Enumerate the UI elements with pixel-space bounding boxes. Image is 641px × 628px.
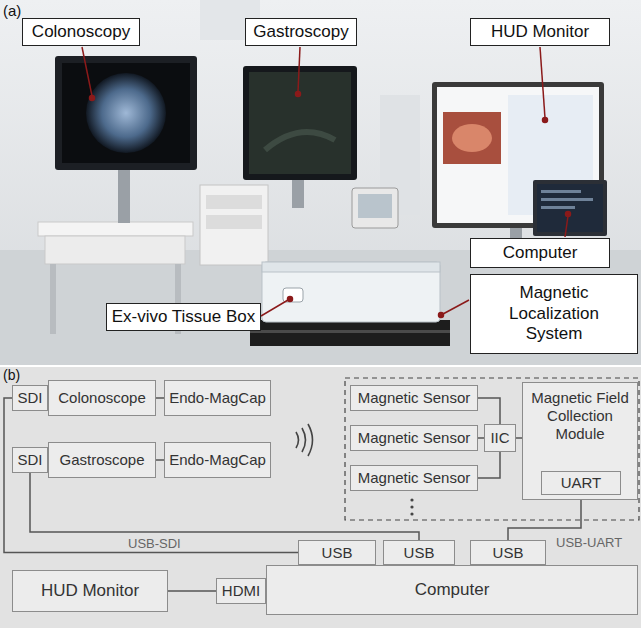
capsule-box: Endo-MagCap [164, 380, 271, 416]
box-text: Gastroscope [59, 451, 144, 469]
connector-line [168, 590, 216, 592]
callout-box: HUD Monitor [470, 18, 610, 46]
sensor-box: Magnetic Sensor [350, 385, 478, 411]
port-box: SDI [12, 447, 48, 473]
sensor-box: Magnetic Sensor [350, 465, 478, 491]
box-text: Gastroscopy [253, 22, 348, 42]
box-text: SDI [17, 451, 42, 469]
callout-box: Magnetic Localization System [470, 274, 638, 354]
port-box: USB [298, 540, 376, 565]
box-text: Colonoscope [58, 389, 146, 407]
connector-line [156, 397, 164, 399]
box-text: Endo-MagCap [169, 389, 266, 407]
box-text: Magnetic Localization System [499, 283, 609, 344]
port-box: SDI [12, 385, 48, 411]
port-box: USB [383, 540, 455, 565]
callout-box: Ex-vivo Tissue Box [106, 303, 261, 331]
connector-line [478, 398, 500, 424]
box-text: Colonoscopy [32, 22, 130, 42]
link-label: USB-UART [556, 535, 622, 551]
connector-line [508, 495, 581, 540]
bus-box: IIC [484, 424, 516, 452]
box-text: Magnetic Sensor [358, 469, 471, 487]
module-box: Magnetic Field Collection ModuleUART [522, 382, 638, 500]
port-box: USB [470, 540, 546, 565]
port-box: UART [541, 471, 621, 495]
connector-line [4, 398, 298, 553]
box-text: Magnetic Field Collection Module [527, 389, 633, 443]
box-text: Magnetic Sensor [358, 389, 471, 407]
box-text: Computer [503, 243, 578, 263]
box-text: Computer [415, 580, 490, 600]
device-box: Gastroscope [48, 442, 156, 478]
connector-line [478, 452, 500, 478]
device-box: Colonoscope [48, 380, 156, 416]
sensor-box: Magnetic Sensor [350, 425, 478, 451]
box-text: USB [404, 544, 435, 562]
callout-box: Colonoscopy [22, 18, 140, 46]
panel-label: (a) [3, 2, 21, 20]
computer-box: Computer [266, 565, 638, 615]
box-text: SDI [17, 389, 42, 407]
box-text: HUD Monitor [491, 22, 589, 42]
panel-label: (b) [3, 367, 20, 384]
box-text: UART [561, 474, 602, 492]
connector-line [156, 459, 164, 461]
capsule-box: Endo-MagCap [164, 442, 271, 478]
box-text: HDMI [222, 582, 260, 600]
callout-box: Computer [470, 238, 610, 268]
box-text: USB [493, 544, 524, 562]
box-text: IIC [490, 429, 509, 447]
link-label: USB-SDI [128, 536, 181, 552]
monitor-box: HUD Monitor [12, 570, 168, 612]
box-text: Endo-MagCap [169, 451, 266, 469]
box-text: Magnetic Sensor [358, 429, 471, 447]
box-text: Ex-vivo Tissue Box [112, 307, 256, 327]
callout-box: Gastroscopy [245, 18, 357, 46]
box-text: HUD Monitor [41, 581, 139, 601]
port-box: HDMI [216, 578, 266, 604]
box-text: USB [322, 544, 353, 562]
